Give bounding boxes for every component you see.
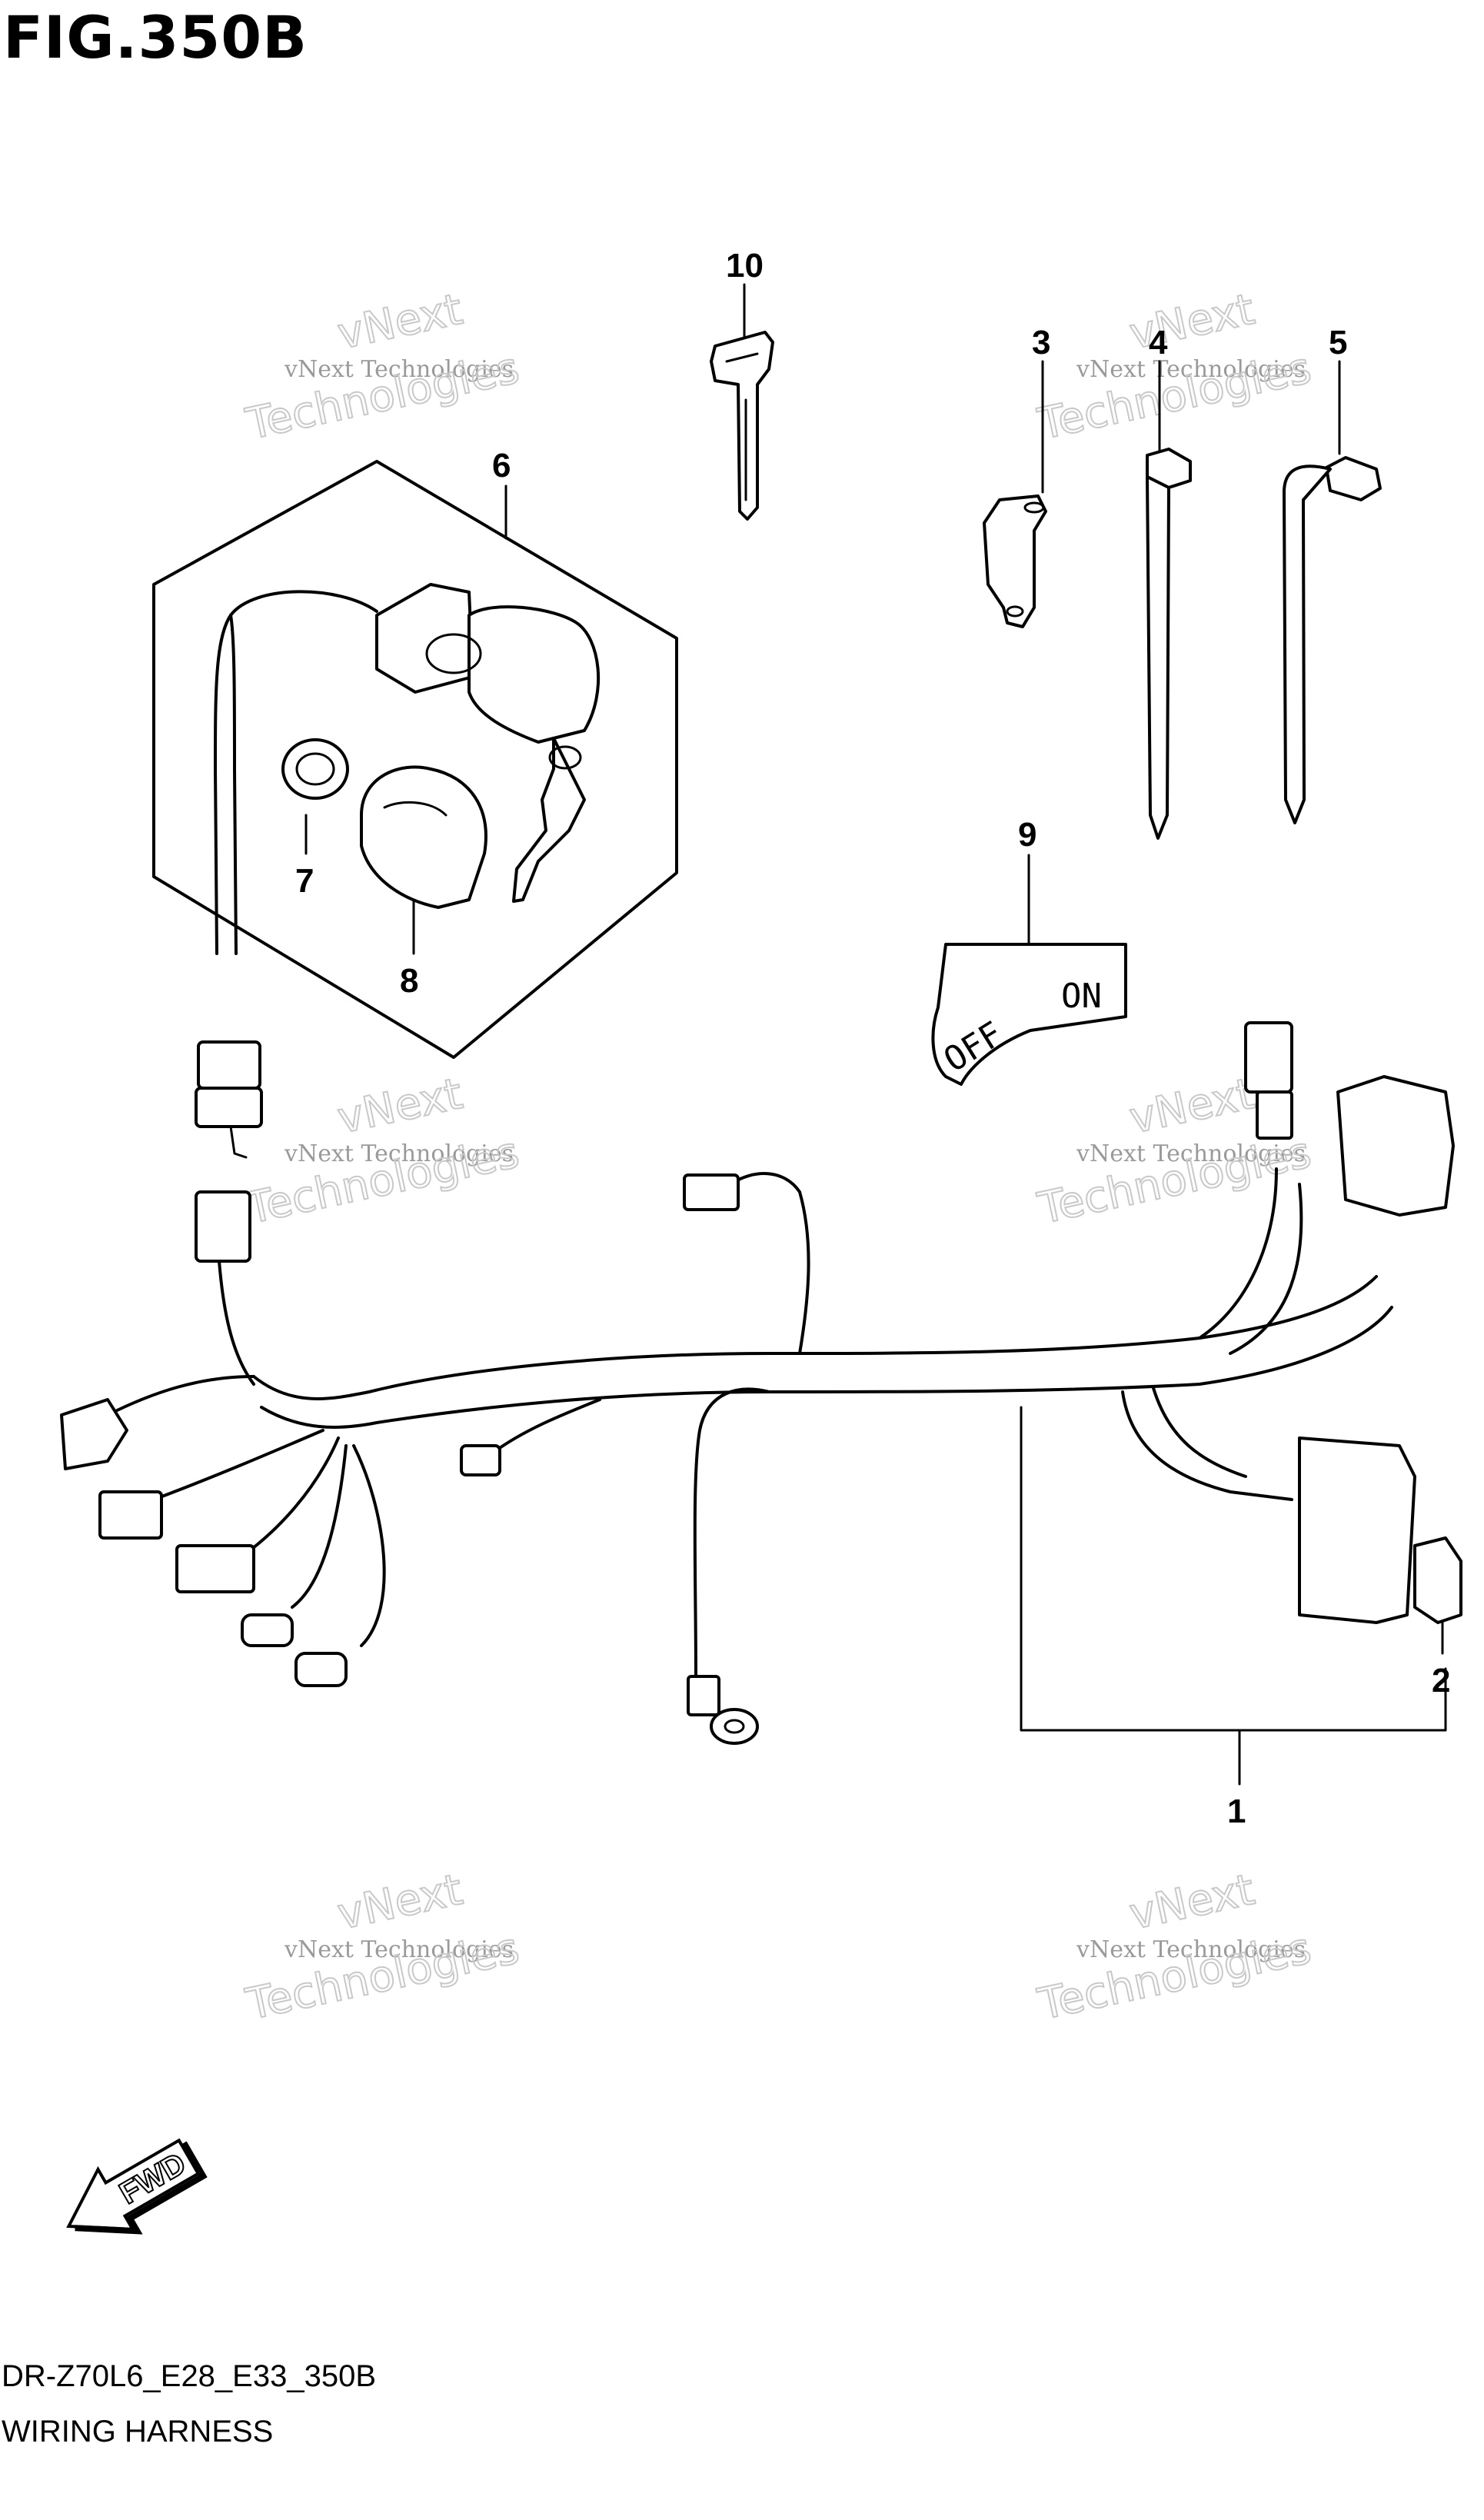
watermark-6: vNext vNext Technologies Technologies xyxy=(1033,1864,1316,2031)
callout-8: 8 xyxy=(400,962,418,1000)
part-10-key: 10 xyxy=(710,247,774,521)
watermark-5: vNext vNext Technologies Technologies xyxy=(241,1864,524,2031)
figure-code: DR-Z70L6_E28_E33_350B xyxy=(2,2359,377,2393)
watermark-2: vNext vNext Technologies Technologies xyxy=(1033,284,1316,451)
callout-10: 10 xyxy=(726,247,764,285)
fwd-arrow-icon: FWD xyxy=(66,2138,208,2235)
part-9-switch-plate: 9 OFF ON xyxy=(931,816,1127,1086)
svg-text:vNext Technologies: vNext Technologies xyxy=(1076,356,1306,383)
callout-9: 9 xyxy=(1018,816,1036,854)
callout-1: 1 xyxy=(1227,1793,1246,1830)
part-4-cable-tie: 4 xyxy=(1146,324,1192,840)
callout-2: 2 xyxy=(1432,1662,1450,1699)
svg-text:vNext Technologies: vNext Technologies xyxy=(1076,1140,1306,1167)
callout-7: 7 xyxy=(295,862,314,900)
figure-name: WIRING HARNESS xyxy=(2,2415,274,2448)
callout-3: 3 xyxy=(1032,324,1050,361)
svg-text:vNext: vNext xyxy=(1125,285,1259,360)
part-6-ignition-switch: 6 xyxy=(152,447,678,1159)
watermark-3: vNext vNext Technologies Technologies xyxy=(241,1068,524,1235)
svg-text:vNext: vNext xyxy=(1125,1865,1259,1940)
part-8-cover: 8 xyxy=(360,765,487,1000)
callout-5: 5 xyxy=(1329,324,1347,361)
svg-text:vNext: vNext xyxy=(333,1069,467,1144)
callout-4: 4 xyxy=(1149,324,1168,361)
watermark-1: vNext vNext Technologies Technologies xyxy=(241,284,524,451)
part-3-clamp: 3 xyxy=(983,324,1050,628)
svg-text:vNext: vNext xyxy=(333,285,467,360)
svg-text:vNext Technologies: vNext Technologies xyxy=(284,356,514,383)
callout-6: 6 xyxy=(492,447,511,484)
svg-text:vNext: vNext xyxy=(1125,1069,1259,1144)
switch-plate-on-label: ON xyxy=(1061,977,1102,1016)
svg-text:vNext Technologies: vNext Technologies xyxy=(284,1936,514,1963)
figure-title: FIG.350B xyxy=(3,3,308,72)
part-5-cable-tie: 5 xyxy=(1283,324,1382,824)
svg-text:vNext Technologies: vNext Technologies xyxy=(284,1140,514,1167)
part-1-wiring-harness: 1 xyxy=(60,1021,1455,1830)
svg-text:vNext: vNext xyxy=(333,1865,467,1940)
part-7-nut: 7 xyxy=(281,738,349,900)
svg-text:vNext Technologies: vNext Technologies xyxy=(1076,1936,1306,1963)
part-2-connector: 2 xyxy=(1413,1536,1462,1699)
